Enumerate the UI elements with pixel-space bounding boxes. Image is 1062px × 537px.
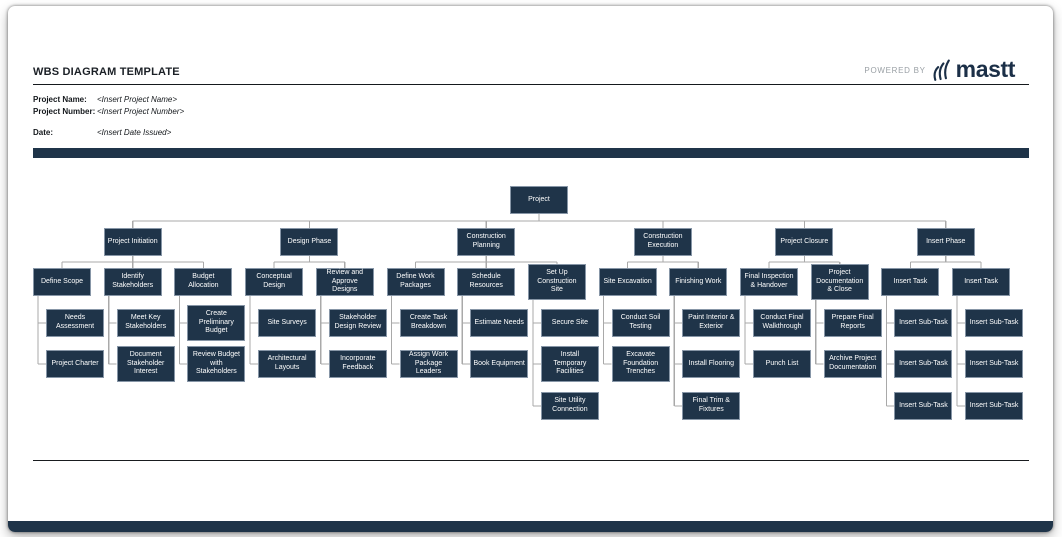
wbs-subtask-node: Prepare Final Reports — [823, 309, 882, 337]
wbs-subtask-node: Insert Sub-Task — [965, 309, 1024, 337]
wbs-subtask-node: Punch List — [753, 350, 811, 378]
wbs-subtask-node: Review Budget with Stakeholders — [187, 346, 246, 382]
field-label: Project Number: — [33, 106, 96, 116]
wbs-phase-node: Project Initiation — [103, 228, 162, 256]
wbs-subtask-node: Paint Interior & Exterior — [682, 309, 741, 337]
wbs-subtask-node: Incorporate Feedback — [328, 350, 387, 378]
wbs-task-node: Review and Approve Designs — [315, 268, 374, 296]
wbs-subtask-node: Meet Key Stakeholders — [116, 309, 175, 337]
footer-bar — [8, 521, 1053, 532]
wbs-subtask-node: Project Charter — [46, 350, 104, 378]
wbs-task-node: Conceptual Design — [245, 268, 304, 296]
project-fields: Project Name: <Insert Project Name> Proj… — [33, 94, 184, 139]
header-divider-bar — [33, 148, 1029, 158]
wbs-phase-node: Construction Execution — [633, 228, 692, 256]
wbs-subtask-node: Architectural Layouts — [258, 350, 317, 378]
field-value: <Insert Project Number> — [97, 106, 185, 116]
wbs-subtask-node: Excavate Foundation Trenches — [611, 346, 670, 382]
field-value: <Insert Date Issued> — [97, 128, 172, 137]
title-rule — [33, 84, 1029, 85]
wbs-subtask-node: Install Temporary Facilities — [540, 346, 599, 382]
field-label: Project Name: — [33, 95, 87, 104]
wbs-task-node: Site Excavation — [598, 268, 657, 296]
wbs-subtask-node: Create Task Breakdown — [399, 309, 458, 337]
wbs-task-node: Schedule Resources — [457, 268, 516, 296]
wbs-subtask-node: Needs Assessment — [46, 309, 104, 337]
wbs-subtask-node: Site Surveys — [258, 309, 317, 337]
field-project-name: Project Name: <Insert Project Name> — [33, 94, 184, 106]
wbs-subtask-node: Conduct Soil Testing — [611, 309, 670, 337]
wbs-subtask-node: Site Utility Connection — [540, 392, 599, 420]
wbs-subtask-node: Book Equipment — [470, 350, 529, 378]
wbs-subtask-node: Archive Project Documentation — [823, 350, 882, 378]
page-card: WBS DIAGRAM TEMPLATE Project Name: <Inse… — [8, 6, 1053, 532]
wbs-subtask-node: Estimate Needs — [470, 309, 529, 337]
brand-name: mastt — [955, 56, 1016, 82]
wbs-subtask-node: Create Preliminary Budget — [187, 305, 246, 341]
wbs-task-node: Insert Task — [952, 268, 1011, 296]
wbs-subtask-node: Document Stakeholder Interest — [116, 346, 175, 382]
wbs-subtask-node: Insert Sub-Task — [894, 350, 953, 378]
wbs-subtask-node: Install Flooring — [682, 350, 741, 378]
mastt-flame-icon — [933, 59, 950, 81]
footer-rule — [33, 460, 1029, 461]
wbs-task-node: Insert Task — [881, 268, 940, 296]
wbs-subtask-node: Conduct Final Walkthrough — [753, 309, 811, 337]
wbs-subtask-node: Secure Site — [540, 309, 599, 337]
field-project-number: Project Number: <Insert Project Number> — [33, 106, 184, 118]
wbs-task-node: Project Documentation & Close — [810, 264, 869, 300]
wbs-task-node: Set Up Construction Site — [527, 264, 586, 300]
wbs-subtask-node: Insert Sub-Task — [965, 392, 1024, 420]
wbs-task-node: Identify Stakeholders — [103, 268, 162, 296]
field-label: Date: — [33, 128, 54, 137]
wbs-subtask-node: Insert Sub-Task — [965, 350, 1024, 378]
wbs-phase-node: Insert Phase — [916, 228, 975, 256]
wbs-phase-node: Project Closure — [775, 228, 834, 256]
wbs-task-node: Final Inspection & Handover — [740, 268, 798, 296]
wbs-task-node: Define Work Packages — [386, 268, 445, 296]
wbs-subtask-node: Final Trim & Fixtures — [682, 392, 741, 420]
powered-by-label: POWERED BY — [864, 66, 926, 75]
wbs-root-node: Project — [510, 186, 568, 214]
wbs-task-node: Define Scope — [33, 268, 91, 296]
wbs-subtask-node: Insert Sub-Task — [894, 392, 953, 420]
wbs-phase-node: Construction Planning — [457, 228, 516, 256]
page-title: WBS DIAGRAM TEMPLATE — [33, 66, 180, 78]
brand-lockup: POWERED BY mastt — [864, 56, 1015, 83]
wbs-task-node: Finishing Work — [669, 268, 728, 296]
wbs-subtask-node: Insert Sub-Task — [894, 309, 953, 337]
wbs-task-node: Budget Allocation — [174, 268, 233, 296]
field-date: Date: <Insert Date Issued> — [33, 127, 184, 139]
wbs-subtask-node: Stakeholder Design Review — [328, 309, 387, 337]
field-value: <Insert Project Name> — [97, 95, 178, 104]
wbs-subtask-node: Assign Work Package Leaders — [399, 350, 458, 378]
wbs-phase-node: Design Phase — [280, 228, 339, 256]
